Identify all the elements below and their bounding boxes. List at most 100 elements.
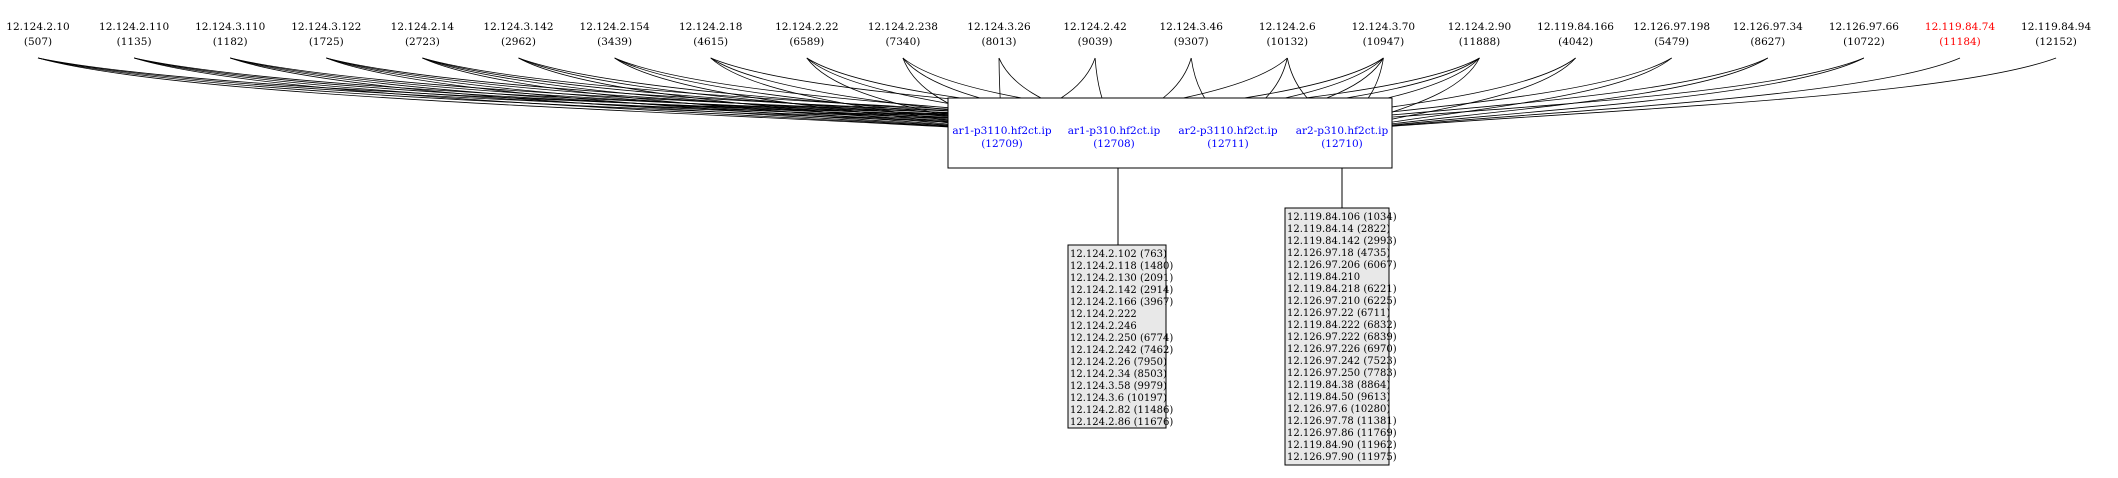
subnet-entry: 12.124.2.86 (11676): [1070, 417, 1173, 428]
subnet-entry: 12.124.2.242 (7462): [1070, 345, 1173, 356]
top-node-ip: 12.126.97.34: [1733, 21, 1803, 33]
top-node-id: (8627): [1750, 36, 1785, 48]
router-name: ar2-p310.hf2ct.ip: [1296, 125, 1389, 137]
top-node-id: (7340): [885, 36, 920, 48]
subnet-entry: 12.126.97.6 (10280): [1287, 404, 1390, 415]
router-id: (12708): [1093, 138, 1135, 150]
subnet-entry: 12.126.97.86 (11769): [1287, 428, 1397, 439]
top-node-id: (10722): [1843, 36, 1885, 48]
top-node-id: (1135): [117, 36, 152, 48]
top-node-id: (1182): [213, 36, 248, 48]
router-id: (12709): [981, 138, 1023, 150]
subnet-entry: 12.119.84.90 (11962): [1287, 440, 1397, 451]
subnet-entry: 12.126.97.242 (7523): [1287, 356, 1397, 367]
link-edge: [37, 57, 1003, 131]
top-node-ip: 12.124.3.122: [291, 21, 361, 33]
top-node-ip: 12.124.2.90: [1448, 21, 1511, 33]
top-node-id: (11888): [1459, 36, 1501, 48]
subnet-entry: 12.126.97.250 (7783): [1287, 368, 1397, 379]
router-cluster-box: [947, 97, 1393, 169]
top-node-ip: 12.119.84.94: [2021, 21, 2091, 33]
top-node-ip: 12.124.3.110: [195, 21, 265, 33]
subnet-entry: 12.124.2.102 (763): [1070, 249, 1167, 260]
subnet-entry: 12.126.97.226 (6970): [1287, 344, 1397, 355]
subnet-entry: 12.124.2.142 (2914): [1070, 285, 1173, 296]
top-node-id: (10132): [1266, 36, 1308, 48]
top-node-ip: 12.124.3.70: [1352, 21, 1415, 33]
subnet-entry: 12.124.3.58 (9979): [1070, 381, 1167, 392]
link-edge: [326, 57, 1003, 131]
top-node-id: (5479): [1654, 36, 1689, 48]
top-node-id: (4042): [1558, 36, 1593, 48]
link-edge: [1341, 57, 1961, 131]
top-node-ip: 12.124.3.46: [1159, 21, 1223, 33]
subnet-entry: 12.119.84.210: [1287, 272, 1360, 283]
link-edge: [133, 57, 1003, 131]
top-node-id: (11184): [1939, 36, 1981, 48]
routers-layer: ar1-p3110.hf2ct.ip(12709) ar1-p310.hf2ct.…: [952, 125, 1388, 150]
subnet-entry: 12.126.97.90 (11975): [1287, 452, 1397, 463]
top-node-id: (9039): [1078, 36, 1113, 48]
top-node-ip: 12.124.2.238: [868, 21, 938, 33]
top-node-id: (12152): [2035, 36, 2077, 48]
link-edge: [1341, 57, 1769, 131]
top-node-id: (1725): [309, 36, 344, 48]
subnet-entry: 12.119.84.38 (8864): [1287, 380, 1390, 391]
top-node-ip: 12.124.2.154: [580, 21, 650, 33]
top-node-ip: 12.124.2.6: [1259, 21, 1316, 33]
top-node-id: (4615): [693, 36, 728, 48]
top-node-id: (6589): [789, 36, 824, 48]
top-nodes-layer: 12.124.2.10(507)12.124.2.110(1135)12.124…: [6, 21, 2091, 48]
subnet-entry: 12.126.97.210 (6225): [1287, 296, 1397, 307]
link-edge: [1341, 57, 1865, 131]
top-node-ip: 12.119.84.74: [1925, 21, 1995, 33]
top-node-ip: 12.124.3.142: [483, 21, 553, 33]
top-node-ip: 12.124.2.42: [1063, 21, 1126, 33]
top-node-ip: 12.126.97.198: [1633, 21, 1710, 33]
subnet-entry: 12.124.2.130 (2091): [1070, 273, 1173, 284]
link-edge: [422, 57, 1003, 131]
top-node-id: (10947): [1363, 36, 1405, 48]
top-node-ip: 12.119.84.166: [1537, 21, 1614, 33]
subnet-left-list: 12.124.2.102 (763)12.124.2.118 (1480)12.…: [1070, 249, 1173, 428]
subnet-entry: 12.124.2.26 (7950): [1070, 357, 1167, 368]
top-node-id: (9307): [1174, 36, 1209, 48]
subnet-entry: 12.124.2.166 (3967): [1070, 297, 1173, 308]
top-node-ip: 12.124.2.14: [391, 21, 455, 33]
router-name: ar2-p3110.hf2ct.ip: [1178, 125, 1277, 137]
router-name: ar1-p310.hf2ct.ip: [1068, 125, 1161, 137]
router-name: ar1-p3110.hf2ct.ip: [952, 125, 1051, 137]
top-node-id: (3439): [597, 36, 632, 48]
link-edge: [1341, 57, 2057, 131]
subnet-entry: 12.124.2.118 (1480): [1070, 261, 1173, 272]
subnet-entry: 12.124.2.34 (8503): [1070, 369, 1167, 380]
top-node-ip: 12.124.2.110: [99, 21, 169, 33]
link-edge: [230, 57, 1003, 131]
subnet-box-left: [1067, 244, 1167, 429]
router-id: (12711): [1207, 138, 1249, 150]
subnet-entry: 12.124.2.250 (6774): [1070, 333, 1173, 344]
link-edge: [614, 57, 1003, 131]
subnet-entry: 12.126.97.22 (6711): [1287, 308, 1390, 319]
subnet-entry: 12.119.84.14 (2822): [1287, 224, 1390, 235]
subnet-entry: 12.124.2.246: [1070, 321, 1137, 332]
subnet-entry: 12.119.84.222 (6832): [1287, 320, 1397, 331]
top-node-ip: 12.126.97.66: [1829, 21, 1899, 33]
router-id: (12710): [1321, 138, 1363, 150]
top-node-ip: 12.124.2.22: [775, 21, 838, 33]
subnet-entry: 12.119.84.50 (9613): [1287, 392, 1390, 403]
subnet-entry: 12.126.97.206 (6067): [1287, 260, 1397, 271]
top-node-ip: 12.124.2.18: [679, 21, 742, 33]
subnet-entry: 12.119.84.142 (2993): [1287, 236, 1397, 247]
top-node-id: (8013): [982, 36, 1017, 48]
top-node-id: (507): [24, 36, 52, 48]
subnet-box-right: [1284, 207, 1390, 466]
subnet-right-list: 12.119.84.106 (1034)12.119.84.14 (2822)1…: [1287, 212, 1397, 463]
subnet-entry: 12.119.84.218 (6221): [1287, 284, 1397, 295]
subnet-entry: 12.119.84.106 (1034): [1287, 212, 1397, 223]
subnet-entry: 12.124.2.222: [1070, 309, 1137, 320]
top-node-id: (2723): [405, 36, 440, 48]
subnet-entry: 12.124.2.82 (11486): [1070, 405, 1173, 416]
top-node-id: (2962): [501, 36, 536, 48]
